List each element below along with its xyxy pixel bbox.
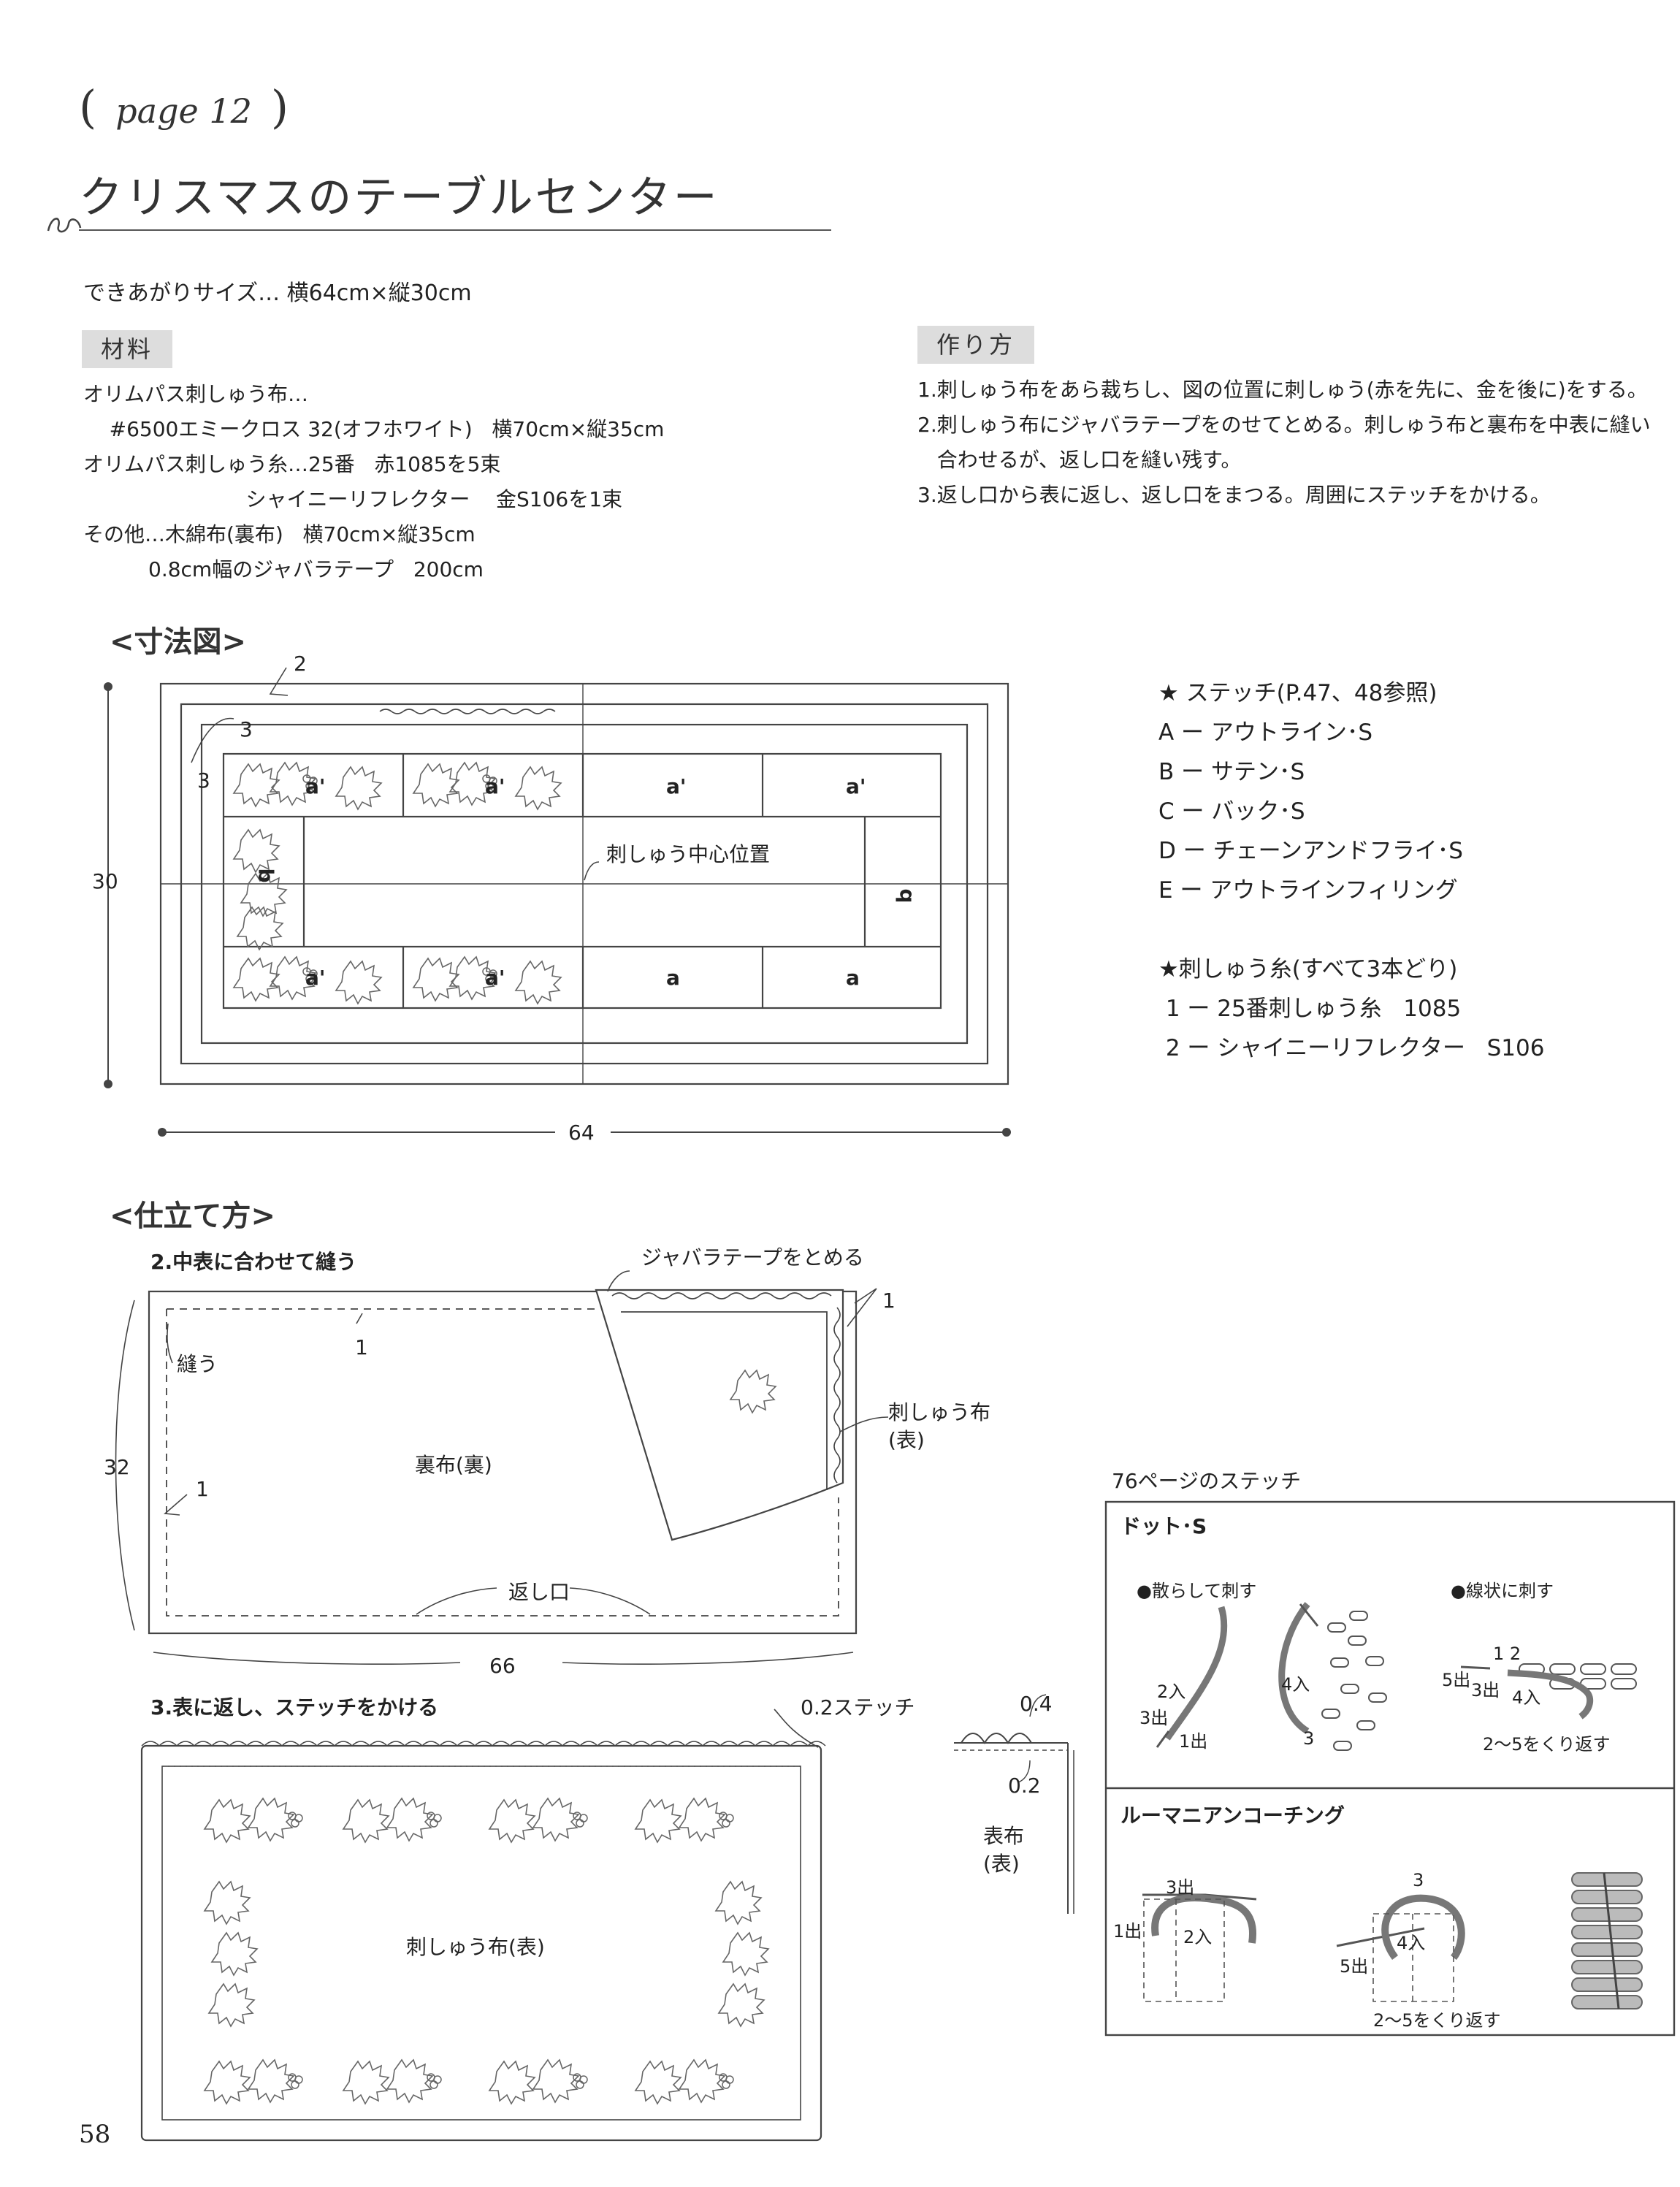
dot-out3: 3出: [1139, 1708, 1169, 1728]
dim-2-label: 2: [294, 652, 307, 676]
cell-b-2: b: [892, 888, 917, 904]
dot-in2: 2入: [1157, 1682, 1186, 1702]
dot-12: 1 2: [1493, 1644, 1521, 1664]
rc-3: 3: [1413, 1870, 1424, 1890]
rc-out5: 5出: [1340, 1956, 1369, 1977]
rc-in2: 2入: [1183, 1927, 1213, 1947]
edge-detail-figure: [954, 1694, 1074, 1914]
page-number: 58: [79, 2120, 111, 2149]
scatter-label: ●散らして刺す: [1137, 1581, 1257, 1601]
dimension-diagram-heading: <寸法図>: [110, 625, 247, 659]
finished-size: できあがりサイズ… 横64cm×縦30cm: [83, 280, 472, 306]
embroidery-face-label: (表): [888, 1428, 925, 1452]
assembly-step2-figure: [115, 1270, 889, 1665]
label-1c: 1: [196, 1477, 209, 1501]
back-cloth-label: 裏布(裏): [415, 1453, 492, 1477]
dim-3b-label: 3: [197, 768, 210, 793]
page-ref-text: page 12: [115, 91, 252, 131]
dot-out3b: 3出: [1471, 1680, 1500, 1701]
method-steps: 1.刺しゅう布をあら裁ちし、図の位置に刺しゅう(赤を先に、金を後に)をする。 2…: [917, 378, 1651, 507]
embroidery-cloth-label: 刺しゅう布: [888, 1400, 991, 1424]
dimension-arrows: [104, 682, 1011, 1137]
dot-stitch-title: ドット･S: [1120, 1514, 1207, 1538]
cell-a-prime-2: a': [485, 774, 505, 798]
dim-04-label: 0.4: [1020, 1692, 1053, 1716]
stitch-02-label: 0.2ステッチ: [801, 1695, 915, 1720]
swirl-ornament-icon: [47, 218, 82, 233]
embroidery-center-label: 刺しゅう中心位置: [606, 842, 771, 866]
cell-a-2: a: [846, 966, 860, 990]
assembly-step3-figure: [140, 1709, 826, 2142]
cell-b-1: b: [253, 868, 278, 883]
stitch-legend: ★ ステッチ(P.47、48参照) A ー アウトライン･S B ー サテン･S…: [1158, 680, 1545, 1061]
rc-out1: 1出: [1113, 1921, 1142, 1942]
dot-3: 3: [1303, 1728, 1315, 1749]
assembly-width-label: 66: [489, 1654, 516, 1678]
return-opening-label: 返し口: [508, 1580, 570, 1604]
cell-a-prime-4: a': [846, 774, 866, 798]
cell-a-prime-6: a': [485, 966, 505, 990]
step3-embroidery-face-label: 刺しゅう布(表): [406, 1935, 545, 1959]
cell-a-prime-3: a': [666, 774, 687, 798]
dot-out5: 5出: [1442, 1670, 1471, 1690]
rc-repeat: 2～5をくり返す: [1373, 2010, 1501, 2031]
dimension-diagram: [159, 667, 1009, 1085]
dot-out1: 1出: [1179, 1731, 1208, 1752]
dot-repeat: 2～5をくり返す: [1483, 1734, 1611, 1755]
cell-a-prime-1: a': [305, 774, 326, 798]
assembly-height-label: 32: [104, 1455, 130, 1479]
label-1a: 1: [882, 1289, 896, 1313]
method-heading: 作り方: [917, 326, 1035, 364]
omote-label: 表布: [983, 1824, 1025, 1848]
dim-02-label: 0.2: [1008, 1774, 1041, 1798]
page-reference: (page 12): [79, 80, 289, 134]
stitch-box-caption: 76ページのステッチ: [1112, 1469, 1302, 1493]
cell-a-1: a: [666, 966, 680, 990]
romanian-couching-title: ルーマニアンコーチング: [1120, 1804, 1345, 1828]
romanian-couching-illustration: [1142, 1872, 1643, 2009]
title-divider: [79, 229, 831, 231]
dim-height-label: 30: [92, 869, 118, 893]
materials-list: オリムパス刺しゅう布… #6500エミークロス 32(オフホワイト) 横70cm…: [83, 382, 665, 581]
tape-label: ジャバラテープをとめる: [641, 1245, 864, 1270]
dot-in4: 4入: [1281, 1674, 1310, 1695]
dot-in4b: 4入: [1512, 1687, 1541, 1708]
page-title: クリスマスのテーブルセンター: [79, 172, 719, 224]
dot-stitch-illustration: [1156, 1602, 1637, 1751]
assembly-step3-title: 3.表に返し、ステッチをかける: [150, 1695, 439, 1720]
omote-face-label: (表): [983, 1852, 1020, 1876]
dim-width-label: 64: [568, 1121, 595, 1145]
label-1b: 1: [355, 1335, 368, 1359]
cell-a-prime-5: a': [305, 966, 326, 990]
materials-heading: 材料: [82, 330, 173, 368]
sew-label: 縫う: [177, 1352, 218, 1376]
rc-in4: 4入: [1397, 1933, 1426, 1953]
holly-motifs: [233, 762, 562, 1004]
assembly-step2-title: 2.中表に合わせて縫う: [150, 1250, 357, 1274]
assembly-heading: <仕立て方>: [110, 1199, 276, 1233]
linear-label: ●線状に刺す: [1451, 1581, 1554, 1601]
dim-3a-label: 3: [240, 717, 253, 741]
stitch-box-frame: [1104, 1500, 1676, 2037]
rc-out3: 3出: [1166, 1877, 1195, 1898]
